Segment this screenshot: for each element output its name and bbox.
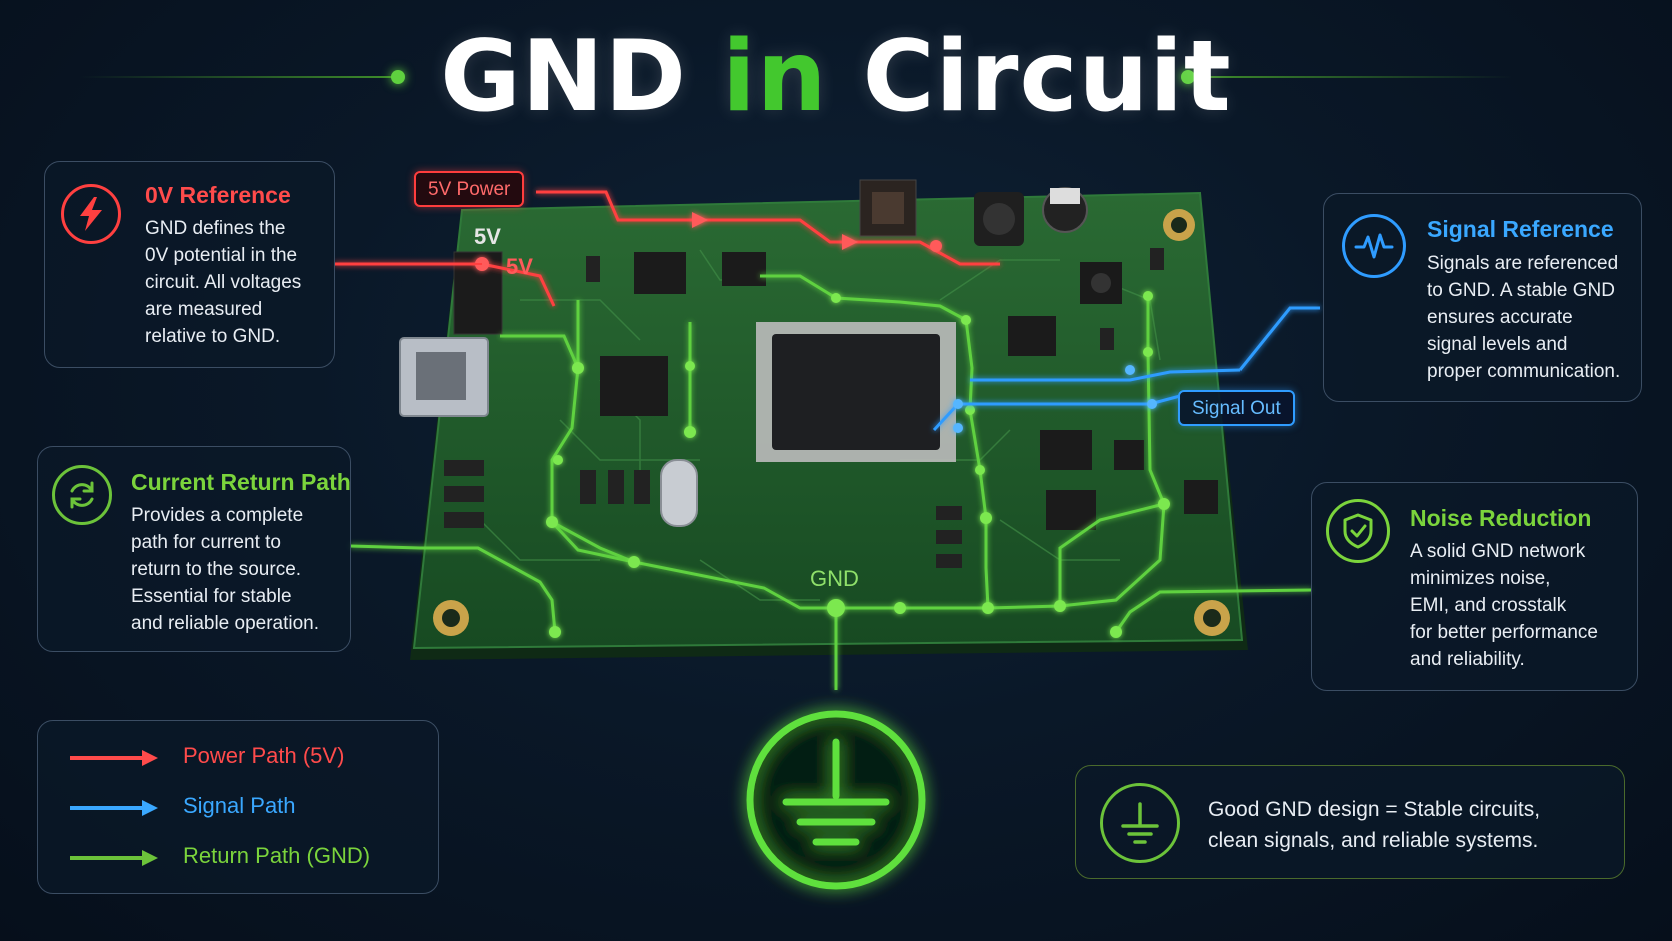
title-gnd: GND [440, 20, 688, 134]
pcb-components [399, 179, 1218, 568]
legend-signal-label: Signal Path [183, 793, 296, 818]
ground-symbol-icon [746, 710, 926, 890]
title-left-line [80, 76, 398, 78]
power-tag: 5V Power [414, 171, 525, 207]
mounting-holes [433, 209, 1230, 636]
ground-symbol-icon [1100, 783, 1180, 863]
signal-traces [932, 306, 1320, 432]
title-in: in [722, 20, 828, 134]
arrow-right-icon [70, 800, 158, 816]
card-title: Noise Reduction [1410, 505, 1592, 531]
footer-text: Good GND design = Stable circuits, clean… [1208, 798, 1541, 852]
page-title: GND in Circuit [0, 20, 1672, 134]
card-title: 0V Reference [145, 182, 291, 208]
gnd-label: GND [810, 566, 859, 591]
lightning-icon [61, 184, 121, 244]
title-right-dot [1181, 70, 1195, 84]
silk-5v-red: 5V [506, 254, 533, 279]
cycle-arrows-icon [52, 465, 112, 525]
title-left-dot [391, 70, 405, 84]
arrow-right-icon [70, 850, 158, 866]
footer-summary-card: Good GND design = Stable circuits, clean… [1075, 765, 1625, 879]
legend-power-row [68, 743, 160, 773]
title-circuit: Circuit [862, 20, 1232, 134]
signal-out-tag: Signal Out [1178, 390, 1295, 426]
shield-check-icon [1326, 499, 1390, 563]
legend: Power Path (5V) Signal Path Return Path … [37, 720, 439, 894]
waveform-icon [1342, 214, 1406, 278]
gnd-nodes [546, 291, 1170, 638]
card-title: Signal Reference [1427, 216, 1614, 242]
signal-nodes [953, 365, 1157, 433]
title-right-line [1194, 76, 1512, 78]
legend-power-label: Power Path (5V) [183, 743, 345, 768]
card-title: Current Return Path [131, 469, 351, 495]
power-arrows [475, 212, 942, 271]
arrow-right-icon [70, 750, 158, 766]
legend-return-label: Return Path (GND) [183, 843, 371, 868]
silk-5v-top: 5V [474, 224, 501, 249]
legend-signal-row [68, 793, 160, 823]
legend-return-row [68, 843, 160, 873]
